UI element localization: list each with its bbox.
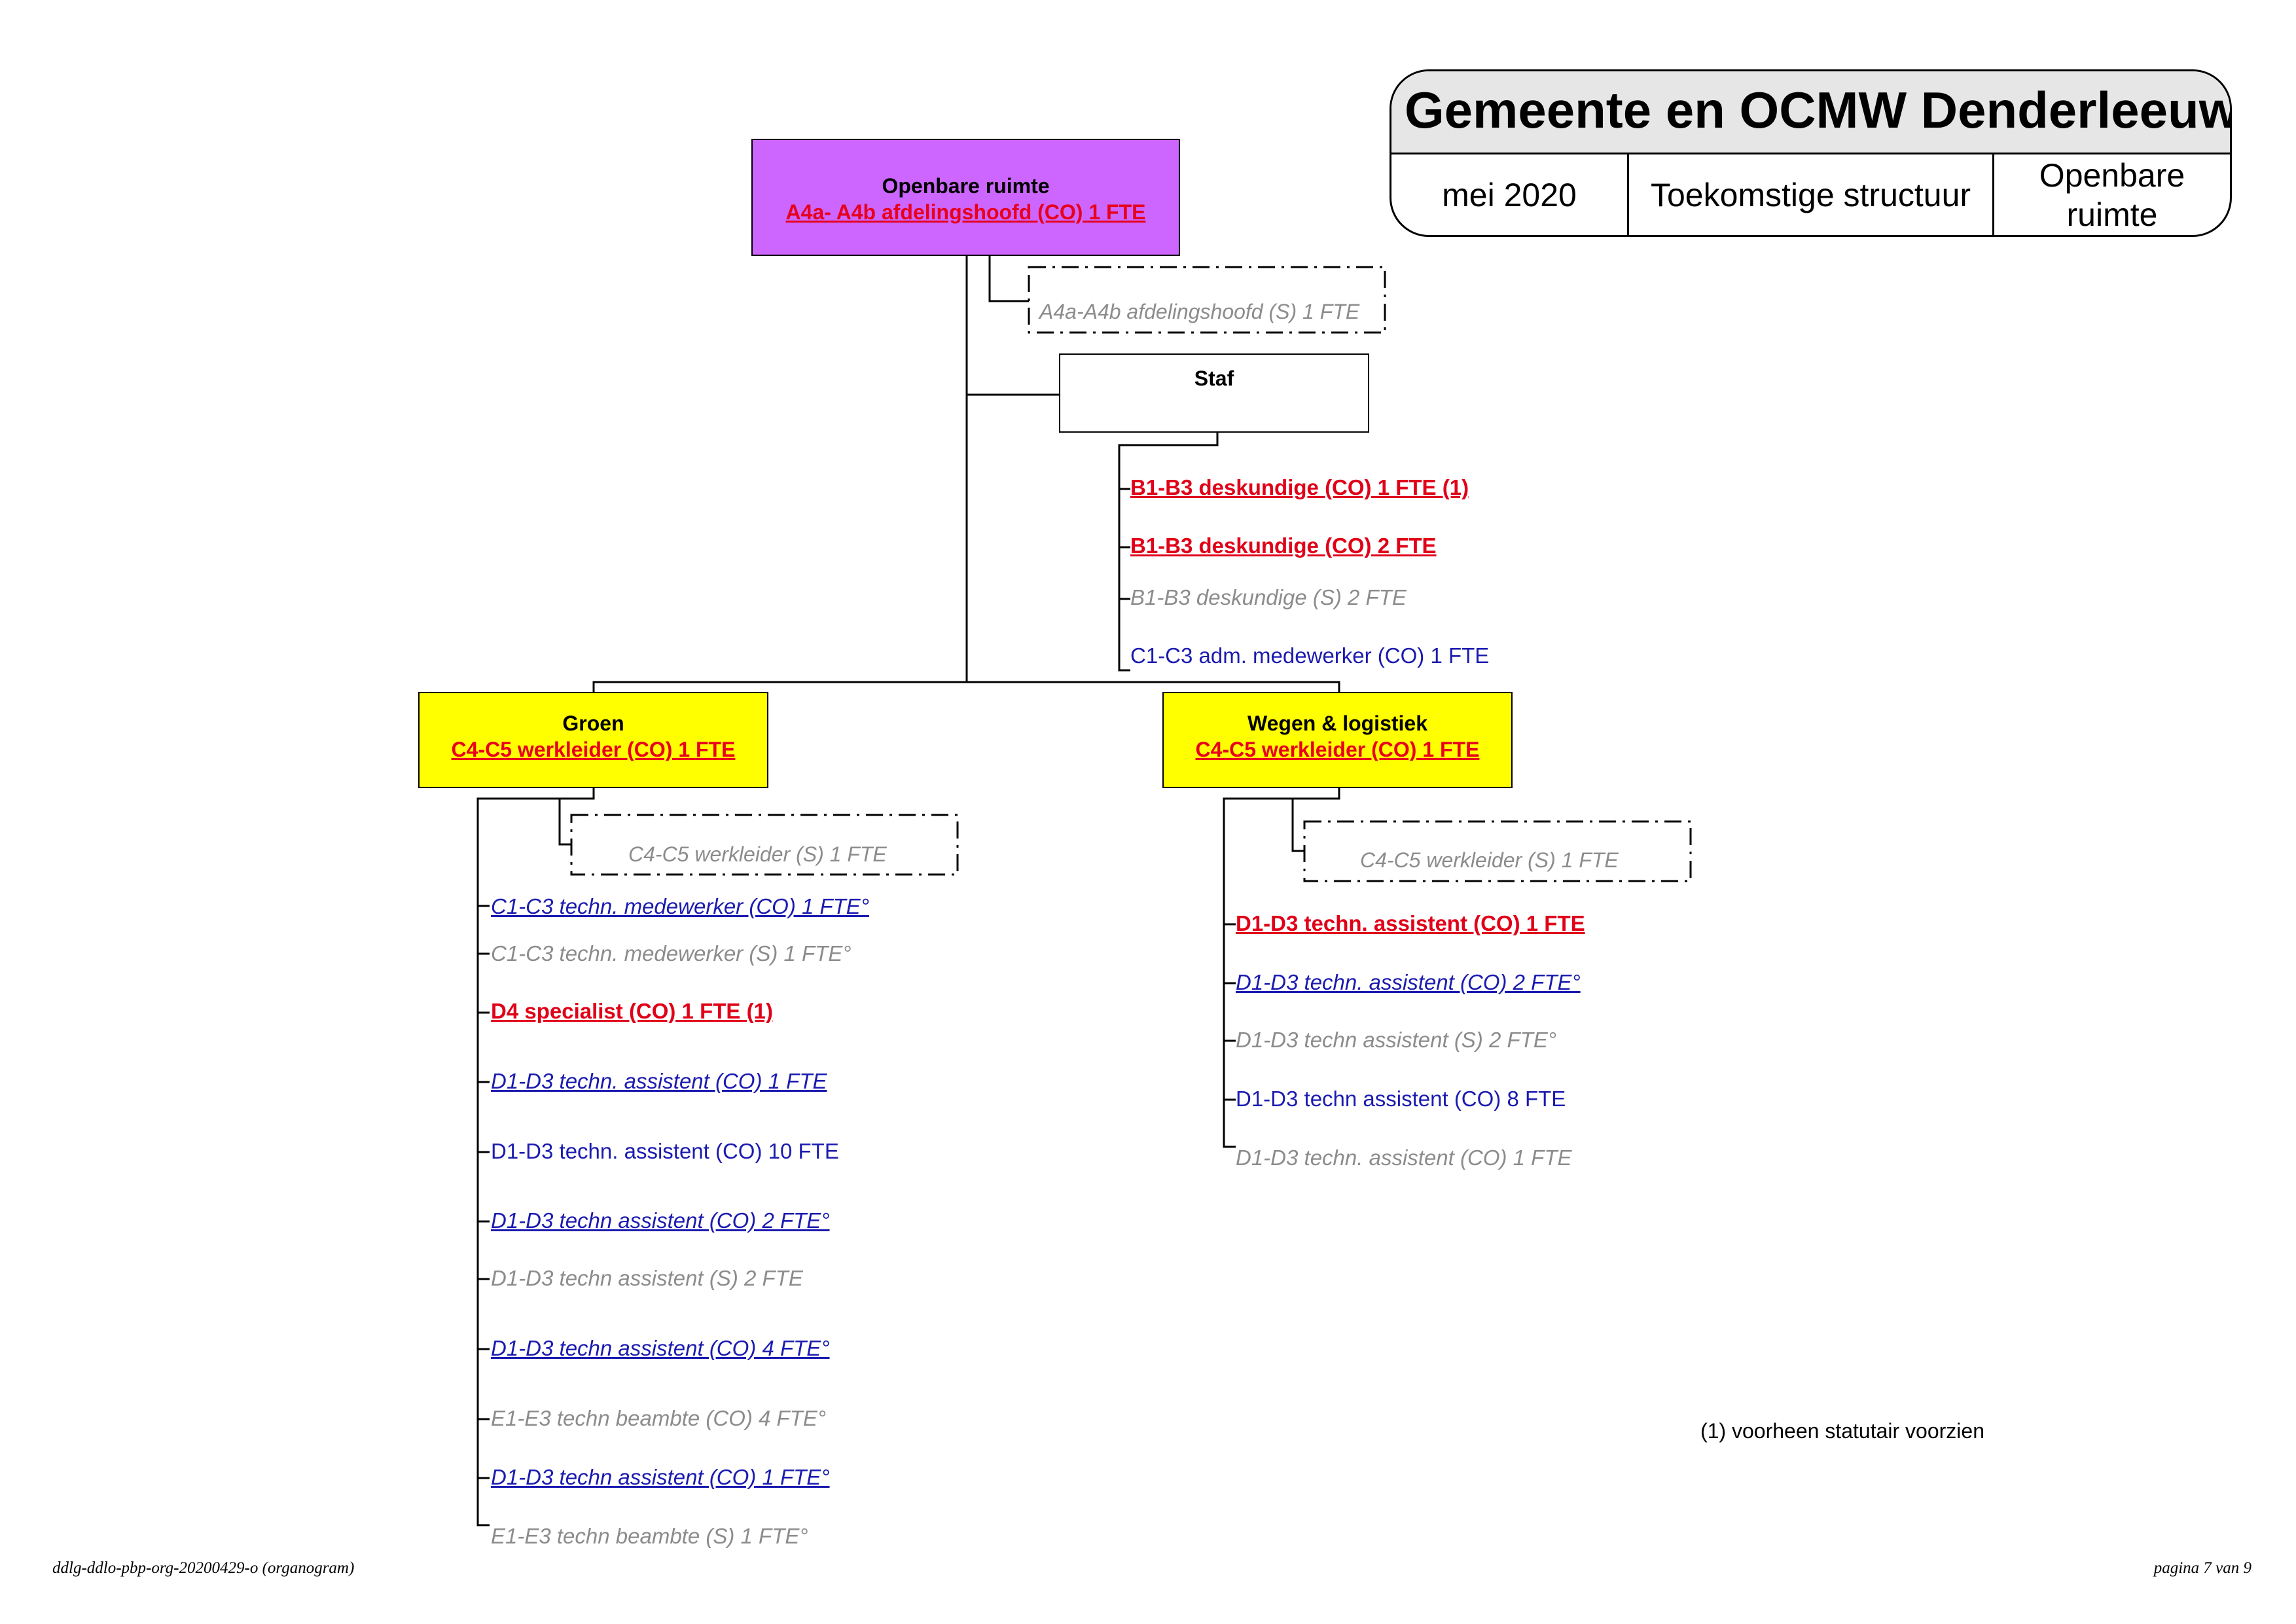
groen-position: C1-C3 techn. medewerker (S) 1 FTE° [491,941,852,965]
wegen-box: Wegen & logistiek C4-C5 werkleider (CO) … [1162,692,1513,788]
groen-statutory-box [570,814,959,876]
header-department: Openbare ruimte [2039,156,2185,233]
groen-statutory-label: C4-C5 werkleider (S) 1 FTE [628,842,887,866]
department-head-role: A4a- A4b afdelingshoofd (CO) 1 FTE [785,200,1146,224]
staf-title: Staf [1194,367,1234,390]
wegen-position: D1-D3 techn. assistent (CO) 2 FTE° [1236,970,1581,994]
header-divider [1992,154,1994,235]
groen-position: E1-E3 techn beambte (S) 1 FTE° [491,1524,808,1548]
municipality-title: Gemeente en OCMW Denderleeuw [1405,81,2232,139]
groen-position: C1-C3 techn. medewerker (CO) 1 FTE° [491,894,870,918]
header-divider [1627,154,1629,235]
footer-document-id: ddlg-ddlo-pbp-org-20200429-o (organogram… [52,1559,355,1577]
wegen-role: C4-C5 werkleider (CO) 1 FTE [1195,738,1480,761]
header-department-cell: Openbare ruimte [1994,154,2230,235]
groen-title: Groen [562,712,624,735]
statutory-head-box [1028,266,1386,334]
groen-position: D4 specialist (CO) 1 FTE (1) [491,999,773,1023]
footer-page-number: pagina 7 van 9 [2153,1559,2251,1577]
wegen-statutory-box [1303,820,1692,882]
wegen-position: D1-D3 techn. assistent (CO) 1 FTE [1236,911,1585,935]
header-date: mei 2020 [1442,176,1577,213]
groen-position: E1-E3 techn beambte (CO) 4 FTE° [491,1406,827,1430]
document-header: Gemeente en OCMW Denderleeuw mei 2020 To… [1390,69,2232,237]
wegen-position: D1-D3 techn. assistent (CO) 1 FTE [1236,1146,1572,1170]
staf-position: C1-C3 adm. medewerker (CO) 1 FTE [1130,643,1490,668]
staf-box: Staf [1059,353,1369,433]
header-title-band: Gemeente en OCMW Denderleeuw [1391,71,2230,154]
groen-position: D1-D3 techn assistent (S) 2 FTE [491,1266,803,1290]
groen-position: D1-D3 techn assistent (CO) 2 FTE° [491,1208,830,1233]
department-head-title: Openbare ruimte [882,174,1050,198]
wegen-title: Wegen & logistiek [1247,712,1427,735]
groen-position: D1-D3 techn assistent (CO) 4 FTE° [491,1336,830,1360]
wegen-position: D1-D3 techn assistent (S) 2 FTE° [1236,1028,1557,1052]
staf-position: B1-B3 deskundige (CO) 1 FTE (1) [1130,475,1469,499]
groen-position: D1-D3 techn. assistent (CO) 1 FTE [491,1069,827,1093]
wegen-position: D1-D3 techn assistent (CO) 8 FTE [1236,1087,1566,1111]
statutory-head-label: A4a-A4b afdelingshoofd (S) 1 FTE [1039,300,1360,323]
groen-role: C4-C5 werkleider (CO) 1 FTE [451,738,736,761]
staf-position: B1-B3 deskundige (S) 2 FTE [1130,585,1407,609]
footnote: (1) voorheen statutair voorzien [1700,1419,1984,1443]
department-head-box: Openbare ruimte A4a- A4b afdelingshoofd … [751,139,1180,256]
wegen-statutory-label: C4-C5 werkleider (S) 1 FTE [1360,848,1619,872]
groen-position: D1-D3 techn. assistent (CO) 10 FTE [491,1139,839,1163]
header-structure: Toekomstige structuur [1650,176,1971,213]
staf-position: B1-B3 deskundige (CO) 2 FTE [1130,533,1437,558]
groen-box: Groen C4-C5 werkleider (CO) 1 FTE [418,692,768,788]
groen-position: D1-D3 techn assistent (CO) 1 FTE° [491,1465,830,1489]
